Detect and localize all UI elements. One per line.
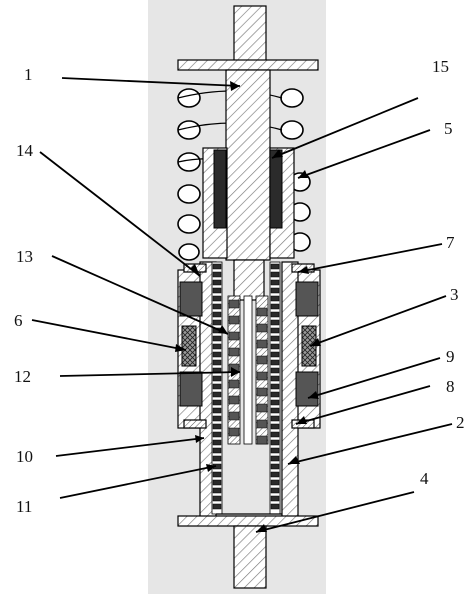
callout-11: 11 — [16, 497, 32, 516]
stack-block — [212, 359, 222, 366]
stack-block — [228, 379, 240, 389]
stack-block — [256, 339, 268, 349]
stack-block — [228, 411, 240, 421]
stack-block — [212, 479, 222, 486]
callout-4: 4 — [420, 469, 429, 488]
stack-block — [270, 279, 280, 286]
stack-block — [212, 503, 222, 510]
stack-block — [270, 391, 280, 398]
stack-block — [212, 407, 222, 414]
stack-block — [212, 319, 222, 326]
callout-9: 9 — [446, 347, 455, 366]
stack-block — [212, 295, 222, 302]
stack-block — [270, 383, 280, 390]
leader-lines — [31, 77, 453, 533]
stack-block — [270, 271, 280, 278]
stack-block — [270, 407, 280, 414]
callout-1: 1 — [24, 65, 33, 84]
stack-block — [270, 295, 280, 302]
callout-5: 5 — [444, 119, 453, 138]
callout-labels: 1 15 5 14 7 13 3 6 9 12 8 2 10 4 11 — [14, 57, 465, 516]
stack-block — [212, 487, 222, 494]
stack-block — [270, 375, 280, 382]
stack-block — [212, 279, 222, 286]
stack-block — [212, 423, 222, 430]
stack-block — [270, 319, 280, 326]
stack-block — [212, 287, 222, 294]
stack-block — [256, 403, 268, 413]
stack-block — [228, 395, 240, 405]
stack-block — [212, 351, 222, 358]
stack-block — [212, 383, 222, 390]
callout-7: 7 — [446, 233, 455, 252]
stack-block — [212, 343, 222, 350]
stack-block — [270, 471, 280, 478]
stack-block — [212, 399, 222, 406]
stack-block — [270, 351, 280, 358]
stack-block — [270, 479, 280, 486]
stack-block — [212, 391, 222, 398]
stack-block — [270, 335, 280, 342]
stack-block — [228, 331, 240, 341]
stack-block — [270, 495, 280, 502]
plunger-rod — [177, 5, 319, 301]
stack-block — [212, 439, 222, 446]
stack-block — [256, 435, 268, 445]
magnet-stack-blocks — [212, 263, 280, 510]
stack-block — [212, 495, 222, 502]
stack-block — [212, 415, 222, 422]
stack-block — [212, 311, 222, 318]
stack-block — [212, 431, 222, 438]
stack-block — [212, 263, 222, 270]
stack-block — [228, 427, 240, 437]
stack-block — [256, 387, 268, 397]
stack-block — [270, 367, 280, 374]
stack-block — [270, 423, 280, 430]
stack-block — [212, 271, 222, 278]
stack-block — [270, 447, 280, 454]
bottom-mount — [177, 513, 319, 589]
callout-2: 2 — [456, 413, 465, 432]
stack-block — [212, 471, 222, 478]
stack-block — [270, 399, 280, 406]
stack-block — [256, 323, 268, 333]
stack-block — [270, 311, 280, 318]
stack-block — [256, 307, 268, 317]
stack-block — [270, 415, 280, 422]
stack-block — [270, 455, 280, 462]
stack-block — [270, 463, 280, 470]
callout-15: 15 — [432, 57, 449, 76]
stack-block — [228, 299, 240, 309]
stack-block — [212, 335, 222, 342]
callout-3: 3 — [450, 285, 459, 304]
stack-block — [212, 303, 222, 310]
stack-block — [270, 303, 280, 310]
stack-block — [270, 439, 280, 446]
stack-block — [212, 455, 222, 462]
stack-block — [270, 487, 280, 494]
stack-block — [212, 375, 222, 382]
stack-block — [270, 343, 280, 350]
stack-block — [256, 355, 268, 365]
upper-sleeve — [202, 147, 295, 259]
callout-13: 13 — [16, 247, 33, 266]
stack-block — [256, 371, 268, 381]
stack-block — [270, 503, 280, 510]
callout-10: 10 — [16, 447, 33, 466]
stack-block — [212, 447, 222, 454]
stack-block — [270, 287, 280, 294]
stack-block — [270, 263, 280, 270]
stack-block — [270, 431, 280, 438]
callout-8: 8 — [446, 377, 455, 396]
callout-12: 12 — [14, 367, 31, 386]
callout-6: 6 — [14, 311, 23, 330]
stack-block — [270, 359, 280, 366]
stack-block — [228, 347, 240, 357]
callout-14: 14 — [16, 141, 34, 160]
stack-block — [256, 419, 268, 429]
stack-block — [270, 327, 280, 334]
stack-block — [228, 315, 240, 325]
